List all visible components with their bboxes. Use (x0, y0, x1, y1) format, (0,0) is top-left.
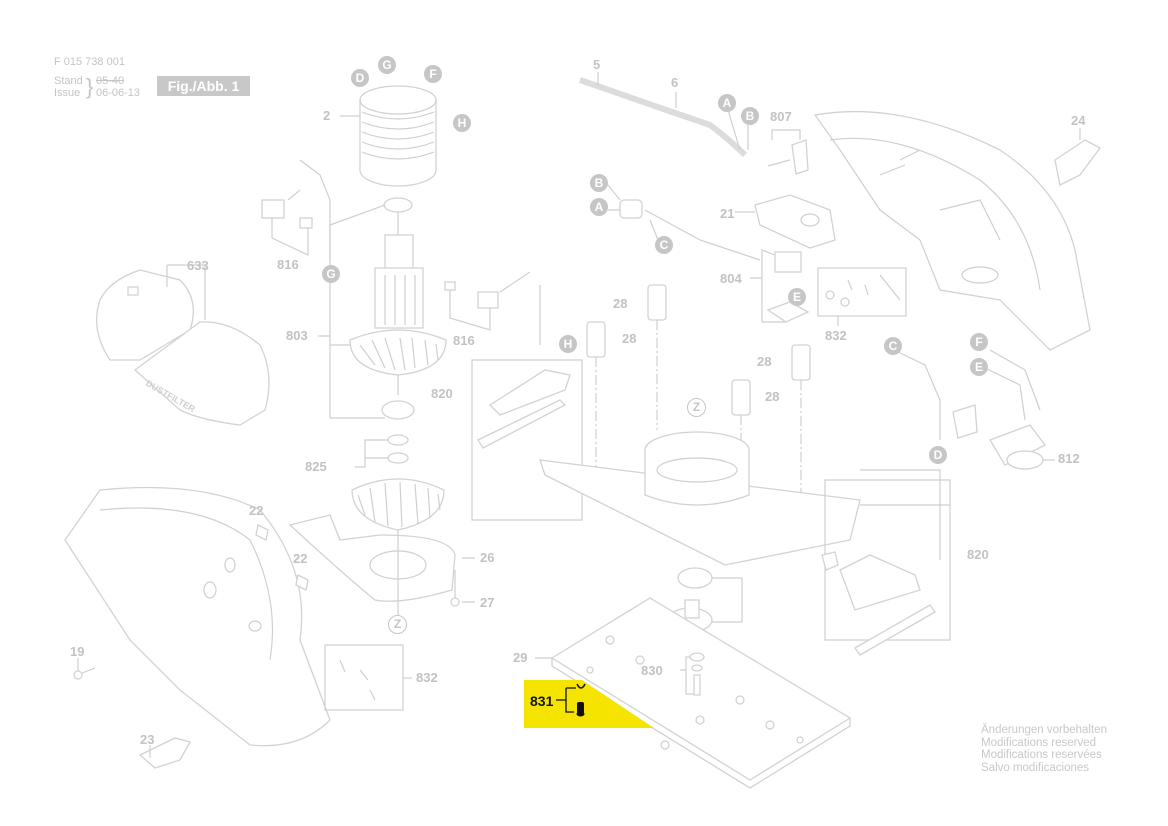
part-label-28-d: 28 (765, 389, 780, 404)
connector-marker-z-2: Z (388, 615, 407, 634)
connector-marker-a: A (718, 94, 736, 112)
part-label-21: 21 (720, 206, 735, 221)
notice-es: Salvo modificaciones (981, 761, 1090, 774)
part-label-22-b: 22 (293, 551, 308, 566)
pins-28 (586, 284, 811, 540)
part-label-28-a: 28 (613, 296, 628, 311)
lower-housing (64, 486, 331, 747)
part-label-6: 6 (671, 75, 679, 90)
issue-value: 06-06-13 (96, 87, 141, 99)
screw-set-832-bottom (324, 644, 412, 711)
connector-marker-c-2: C (884, 337, 902, 355)
part-21 (735, 194, 836, 249)
notice-fr: Modifications reservées (981, 749, 1102, 761)
part-label-832-right: 832 (825, 328, 847, 343)
dust-box-633: DUSTFILTER (96, 264, 270, 426)
part-24 (1054, 128, 1101, 186)
connector-marker-f: F (424, 65, 442, 83)
switch-807 (767, 129, 809, 175)
part-label-24: 24 (1071, 113, 1086, 128)
notice-en: Modifications reserved (981, 736, 1097, 749)
armature-803 (318, 197, 447, 420)
part-label-29: 29 (513, 650, 528, 665)
screw-27 (450, 557, 475, 607)
part-label-5: 5 (593, 57, 601, 72)
part-23 (138, 737, 191, 769)
part-label-820-right: 820 (967, 547, 989, 562)
part-label-807: 807 (770, 109, 792, 124)
figure-label: Fig./Abb. 1 (157, 76, 250, 96)
fan-baffle (288, 514, 456, 615)
screw-19 (73, 658, 96, 680)
part-label-23: 23 (140, 732, 155, 747)
wiring-812 (897, 349, 1055, 470)
part-label-2: 2 (323, 108, 331, 123)
part-label-820-left: 820 (431, 386, 453, 401)
part-label-28-c: 28 (757, 354, 772, 369)
notice-de: Änderungen vorbehalten (981, 724, 1107, 736)
screw-set-830 (680, 652, 705, 696)
sanding-plate-29 (535, 597, 852, 789)
dust-guide-820 (821, 479, 951, 656)
connector-marker-e-2: E (970, 358, 988, 376)
part-label-804: 804 (720, 271, 742, 286)
stand-value: 05-40 (96, 75, 125, 87)
field-coil (340, 85, 437, 187)
connector-marker-g-2: G (322, 265, 340, 283)
terminal-block (607, 184, 761, 261)
switch-804 (750, 249, 810, 323)
brace-icon: } (86, 74, 94, 99)
connector-marker-d-2: D (929, 446, 947, 464)
part-label-28-b: 28 (622, 331, 637, 346)
part-label-830: 830 (641, 663, 663, 678)
connector-marker-h-2: H (559, 335, 577, 353)
part-label-19: 19 (70, 644, 85, 659)
connector-marker-d: D (351, 69, 369, 87)
fan-825 (351, 434, 445, 531)
part-label-816-left: 816 (277, 257, 299, 272)
part-label-27: 27 (480, 595, 495, 610)
connector-marker-h: H (453, 114, 471, 132)
modifications-notice: Änderungen vorbehalten Modifications res… (981, 724, 1107, 774)
connector-marker-b: B (741, 107, 759, 125)
connector-marker-g: G (378, 56, 396, 74)
brush-holder-816-right (444, 271, 541, 345)
upper-housing (813, 110, 1091, 351)
base-frame-820 (471, 359, 950, 566)
connector-marker-a-2: A (590, 198, 608, 216)
part-label-26: 26 (480, 550, 495, 565)
brush-holder-816-left (261, 159, 331, 260)
part-label-812: 812 (1058, 451, 1080, 466)
document-number: F 015 738 001 (54, 56, 125, 68)
connector-marker-c: C (655, 236, 673, 254)
stand-label: Stand (54, 75, 83, 87)
connector-marker-e: E (788, 288, 806, 306)
connector-marker-b-2: B (590, 174, 608, 192)
issue-label: Issue (54, 87, 81, 99)
highlighted-part-label-831[interactable]: 831 (530, 693, 554, 709)
power-cable (579, 72, 749, 158)
part-label-825: 825 (305, 459, 327, 474)
part-label-816-right: 816 (453, 333, 475, 348)
part-label-803: 803 (286, 328, 308, 343)
part-label-22-a: 22 (249, 503, 264, 518)
part-label-832-bottom: 832 (416, 670, 438, 685)
screw-set-832-right (817, 267, 907, 326)
connector-marker-f-2: F (970, 333, 988, 351)
highlight-831 (524, 680, 654, 728)
connector-marker-z: Z (687, 398, 706, 417)
part-label-633: 633 (187, 258, 209, 273)
